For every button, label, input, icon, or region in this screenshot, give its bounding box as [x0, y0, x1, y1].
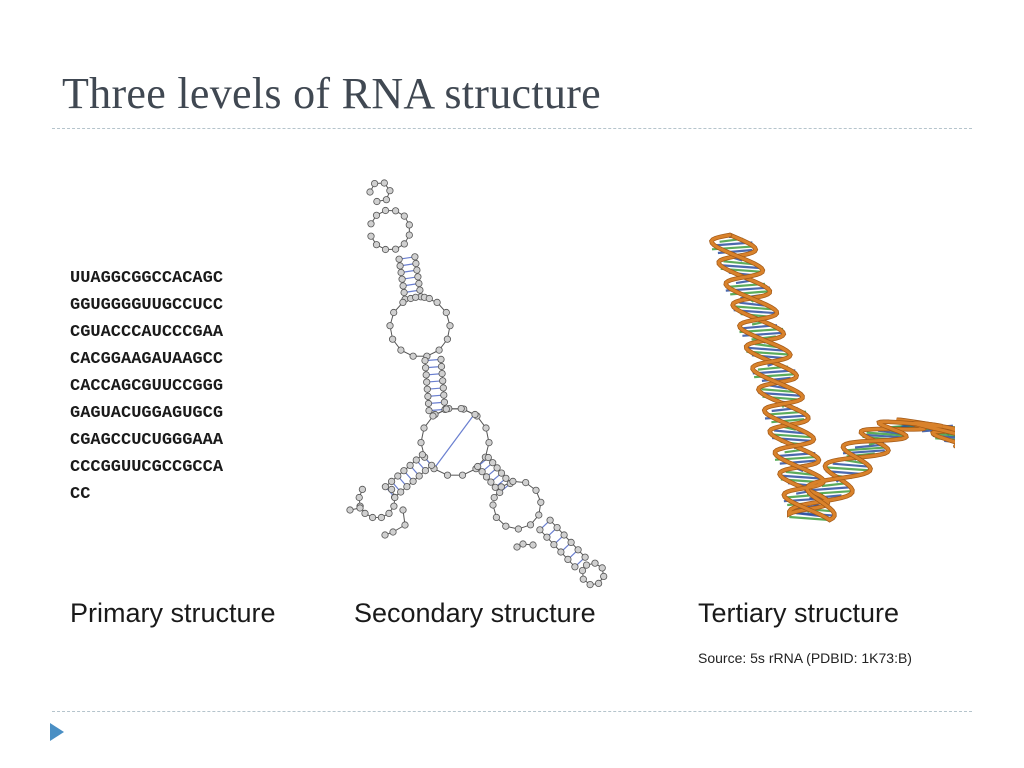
- sequence-line: GAGUACUGGAGUGCG: [70, 404, 224, 423]
- sequence-line: CGAGCCUCUGGGAAA: [70, 431, 224, 450]
- tertiary-structure-label: Tertiary structure: [698, 598, 900, 628]
- triangle-bullet-icon: [50, 723, 64, 741]
- secondary-structure-label: Secondary structure: [354, 598, 596, 628]
- sequence-line: CACCAGCGUUCCGGG: [70, 377, 224, 396]
- sequence-line: CACGGAAGAUAAGCC: [70, 350, 224, 369]
- sequence-line: GGUGGGGUUGCCUCC: [70, 296, 224, 315]
- tertiary-structure-model: [709, 232, 955, 523]
- sequence-line: CCCGGUUCGCCGCCA: [70, 458, 224, 477]
- source-citation: Source: 5s rRNA (PDBID: 1K73:B): [698, 650, 912, 666]
- primary-structure-label: Primary structure: [70, 598, 276, 628]
- sequence-line: CC: [70, 485, 91, 504]
- rna-sequence: UUAGGCGGCCACAGC GGUGGGGUUGCCUCC CGUACCCA…: [70, 265, 223, 508]
- title-divider: [52, 128, 972, 129]
- slide-title: Three levels of RNA structure: [62, 69, 601, 118]
- sequence-line: UUAGGCGGCCACAGC: [70, 269, 224, 288]
- sequence-line: CGUACCCAUCCCGAA: [70, 323, 224, 342]
- footer-divider: [52, 711, 972, 712]
- secondary-structure-diagram: [346, 179, 608, 589]
